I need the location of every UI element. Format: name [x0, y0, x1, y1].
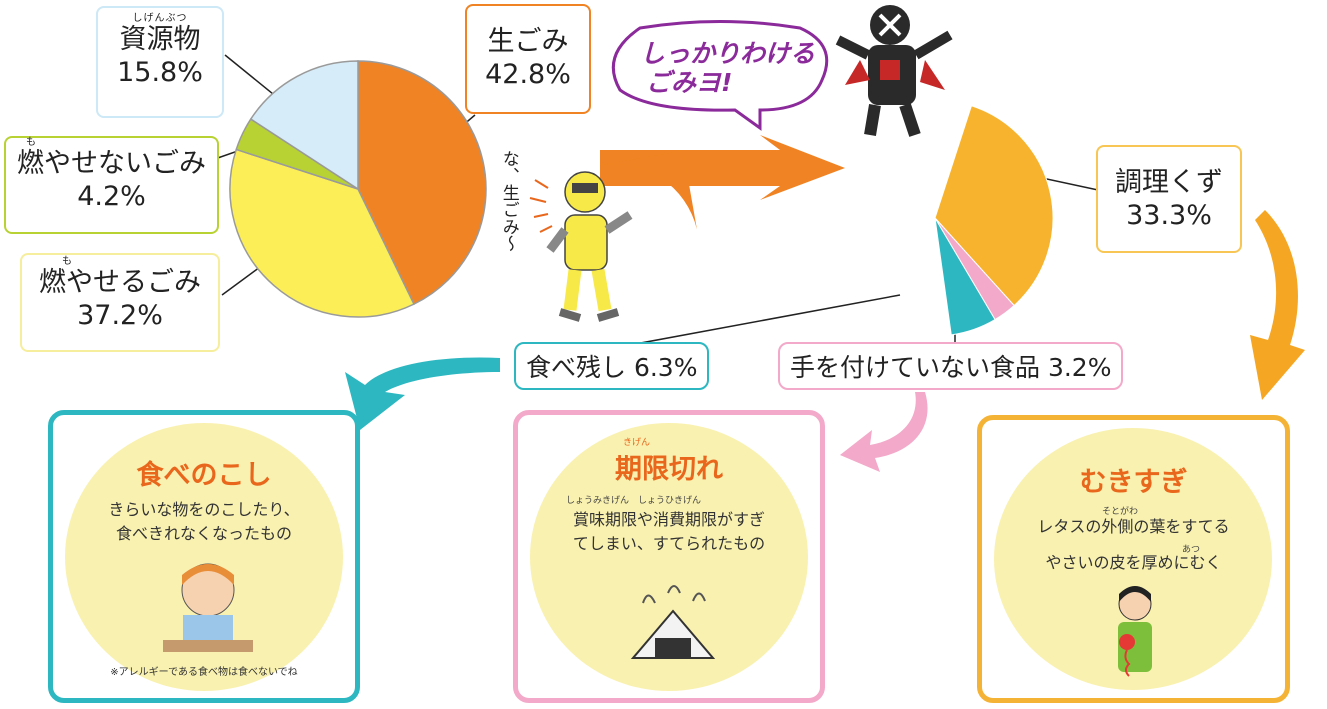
child-illustration	[163, 563, 253, 652]
card-kigengire-line1: 賞味期限や消費期限がすぎ	[572, 510, 765, 529]
card-tabenokoshi-note: ※アレルギーである食べ物は食べないでね	[110, 667, 298, 678]
card-tabenokoshi: 食べのこし きらいな物をのこしたり、 食べきれなくなったもの ※アレルギーである…	[48, 410, 360, 703]
teal-curved-arrow	[345, 357, 500, 430]
leader-tabenokoshi	[629, 294, 901, 346]
label-namagomi: 生ごみ 42.8%	[465, 4, 591, 114]
label-chouri: 調理くず 33.3%	[1096, 145, 1242, 253]
pie-slice-3	[249, 60, 359, 191]
card-tabenokoshi-line2: 食べきれなくなったもの	[115, 524, 292, 543]
label-tetsukezu: 手を付けていない食品 3.2%	[778, 342, 1124, 390]
card-mukisugi-ruby2: あつ	[1182, 545, 1201, 555]
label-moyasenai: も 燃やせないごみ 4.2%	[4, 136, 219, 234]
card-tabenokoshi-title: 食べのこし	[136, 460, 272, 491]
label-moyaseru: も 燃やせるごみ 37.2%	[20, 253, 220, 352]
detached-slice	[599, 150, 697, 230]
ruby-moyaseru: も	[62, 256, 73, 267]
villain-character	[835, 5, 953, 137]
pie-chart-waste	[229, 60, 487, 318]
label-moyasenai-pct: 4.2%	[77, 180, 146, 212]
card-mukisugi-line1: レタスの外側の葉をすてる	[1037, 517, 1230, 536]
card-kigengire-title: 期限切れ	[615, 454, 723, 485]
ruby-moyasenai: も	[26, 137, 37, 148]
orange-arrow	[600, 135, 845, 200]
pie-slice-1	[229, 148, 415, 318]
card-kigengire-title-ruby: きげん	[623, 438, 651, 448]
label-tabenokoshi: 食べ残し 6.3%	[514, 342, 710, 390]
label-moyaseru-name: 燃やせるごみ	[39, 267, 201, 298]
label-namagomi-pct: 42.8%	[485, 58, 571, 90]
pie-slice-0	[357, 60, 487, 306]
speech-line-2: ごみヨ!	[646, 67, 733, 97]
namagomi-slice-2	[934, 217, 996, 336]
label-chouri-pct: 33.3%	[1126, 199, 1212, 231]
label-moyasenai-name: 燃やせないごみ	[17, 148, 206, 179]
hero-exclamation: な、生ごみ〜	[498, 150, 519, 252]
hero-character	[529, 171, 633, 322]
card-mukisugi-line2: やさいの皮を厚めにむく	[1045, 553, 1222, 572]
card-kigengire-line2: てしまい、すてられたもの	[572, 534, 766, 553]
card-mukisugi-ruby1: そとがわ	[1102, 507, 1139, 517]
label-shigenbutsu-name: 資源物	[119, 24, 201, 55]
card-kigengire-text-ruby: しょうみきげん しょうひきげん	[566, 496, 702, 506]
label-moyaseru-pct: 37.2%	[77, 299, 163, 331]
card-tabenokoshi-line1: きらいな物をのこしたり、	[108, 500, 300, 519]
card-mukisugi-title: むきすぎ	[1079, 467, 1188, 498]
card-mukisugi: むきすぎ そとがわ レタスの外側の葉をすてる あつ やさいの皮を厚めにむく	[977, 415, 1290, 703]
ruby-shigenbutsu: しげんぶつ	[132, 13, 188, 24]
label-chouri-name: 調理くず	[1115, 167, 1223, 198]
gold-curved-arrow	[1250, 210, 1305, 400]
label-shigenbutsu: しげんぶつ 資源物 15.8%	[96, 6, 224, 118]
namagomi-slice-0	[934, 105, 1054, 307]
label-namagomi-name: 生ごみ	[487, 26, 569, 57]
speech-bubble	[611, 20, 829, 131]
woman-illustration	[1118, 586, 1152, 677]
card-kigengire: きげん 期限切れ しょうみきげん しょうひきげん 賞味期限や消費期限がすぎ てし…	[513, 410, 825, 703]
pink-curved-arrow	[840, 392, 928, 472]
speech-text: しっかりわける ごみヨ!	[640, 39, 816, 98]
onigiri-illustration	[630, 585, 716, 659]
speech-line-1: しっかりわける	[640, 39, 816, 68]
pie-chart-namagomi	[934, 105, 1054, 336]
label-shigenbutsu-pct: 15.8%	[117, 56, 203, 88]
